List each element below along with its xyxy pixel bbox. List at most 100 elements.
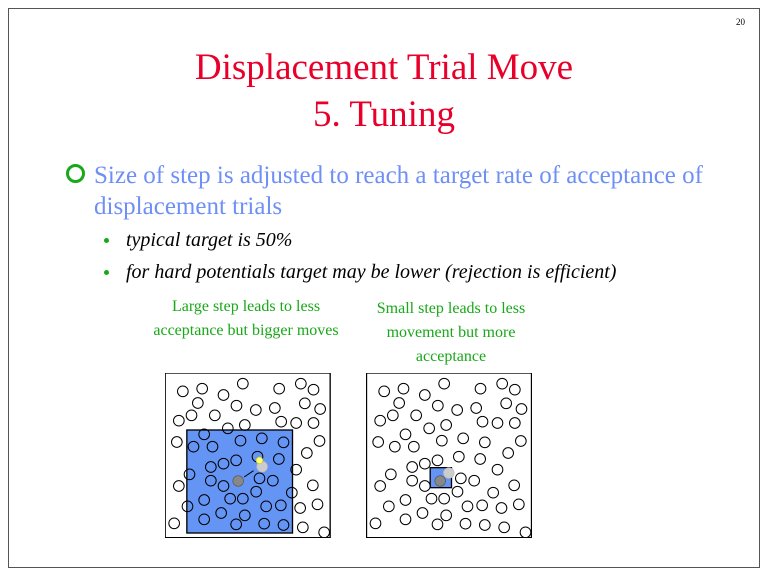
- particle: [170, 436, 183, 448]
- particle: [509, 383, 521, 396]
- particle: [236, 492, 249, 505]
- particle: [258, 517, 270, 530]
- particle: [476, 499, 488, 512]
- particle: [273, 453, 285, 465]
- particle: [431, 454, 444, 467]
- particle: [249, 404, 262, 416]
- particle: [498, 521, 510, 534]
- particle: [311, 498, 324, 511]
- particle: [307, 383, 320, 396]
- particle: [451, 485, 464, 498]
- particle: [438, 492, 450, 505]
- particle: [168, 517, 180, 530]
- particle: [314, 403, 326, 415]
- sub-bullet: typical target is 50%: [104, 229, 292, 252]
- particle: [299, 397, 311, 410]
- ring-bullet-icon: [66, 164, 85, 183]
- particle: [217, 457, 230, 470]
- particle: [491, 463, 504, 476]
- particle: [453, 450, 465, 463]
- particle: [378, 385, 390, 398]
- particle: [230, 454, 242, 467]
- particle: [419, 389, 431, 401]
- particle: [440, 419, 452, 431]
- particle: [491, 417, 504, 429]
- particle: [250, 485, 262, 498]
- particle: [183, 468, 196, 481]
- particle: [408, 440, 420, 453]
- particle: [196, 382, 208, 395]
- particle: [277, 436, 290, 449]
- particle: [451, 404, 463, 416]
- particle: [432, 399, 444, 412]
- particle: [423, 422, 435, 435]
- particle: [383, 500, 395, 513]
- particle: [224, 492, 236, 505]
- title-line-1: Displacement Trial Move: [194, 47, 574, 88]
- particle: [230, 518, 242, 531]
- particle: [474, 453, 486, 465]
- particle: [204, 461, 217, 473]
- particle: [234, 434, 247, 447]
- particle: [399, 494, 412, 506]
- particle: [267, 474, 279, 487]
- particle: [176, 385, 189, 398]
- move-arrow: [243, 470, 254, 478]
- particle: [393, 397, 405, 409]
- particle: [230, 399, 243, 412]
- particle: [217, 480, 230, 492]
- particle: [297, 521, 309, 534]
- particle: [519, 526, 532, 538]
- particle: [215, 507, 227, 519]
- particle: [198, 494, 210, 506]
- trial-position: [443, 467, 455, 479]
- particle: [313, 435, 326, 447]
- particle: [479, 436, 491, 449]
- caption-large-step: Large step leads to less acceptance but …: [153, 298, 339, 339]
- particle: [474, 382, 487, 395]
- particle: [397, 382, 410, 395]
- particle: [275, 499, 287, 512]
- particle: [495, 502, 508, 514]
- particle: [307, 417, 320, 429]
- particle: [419, 457, 431, 470]
- large-step-diagram: [165, 373, 331, 538]
- particle: [500, 397, 512, 410]
- main-bullet-text: Size of step is adjusted to reach a targ…: [94, 162, 703, 220]
- particle: [238, 509, 251, 522]
- particle: [385, 468, 397, 481]
- particle: [461, 500, 474, 513]
- particle: [406, 461, 418, 473]
- sub-bullet-text: for hard potentials target may be lower …: [126, 261, 617, 283]
- particle: [399, 428, 412, 441]
- particle: [372, 436, 384, 448]
- particle: [221, 422, 234, 435]
- particle: [502, 447, 514, 459]
- particle: [260, 500, 272, 513]
- particle: [459, 517, 472, 530]
- selected-particle: [434, 475, 446, 487]
- particle: [307, 479, 319, 492]
- sub-bullet: for hard potentials target may be lower …: [104, 261, 616, 284]
- particle: [318, 526, 330, 538]
- particle: [476, 415, 489, 428]
- particle: [301, 447, 313, 459]
- title-line-2: 5. Tuning: [313, 94, 455, 135]
- particle: [509, 417, 521, 429]
- particle: [369, 517, 382, 530]
- particle: [508, 479, 520, 492]
- particle: [187, 440, 200, 453]
- particle: [515, 435, 527, 447]
- particle: [496, 377, 508, 390]
- particle: [455, 472, 467, 485]
- particle: [374, 480, 386, 492]
- particle: [204, 474, 217, 487]
- particle: [191, 397, 204, 409]
- particle: [217, 389, 230, 401]
- particle: [208, 409, 221, 422]
- dot-bullet-icon: [104, 270, 109, 275]
- particle: [198, 428, 210, 441]
- particle: [419, 480, 431, 492]
- particle: [410, 409, 422, 422]
